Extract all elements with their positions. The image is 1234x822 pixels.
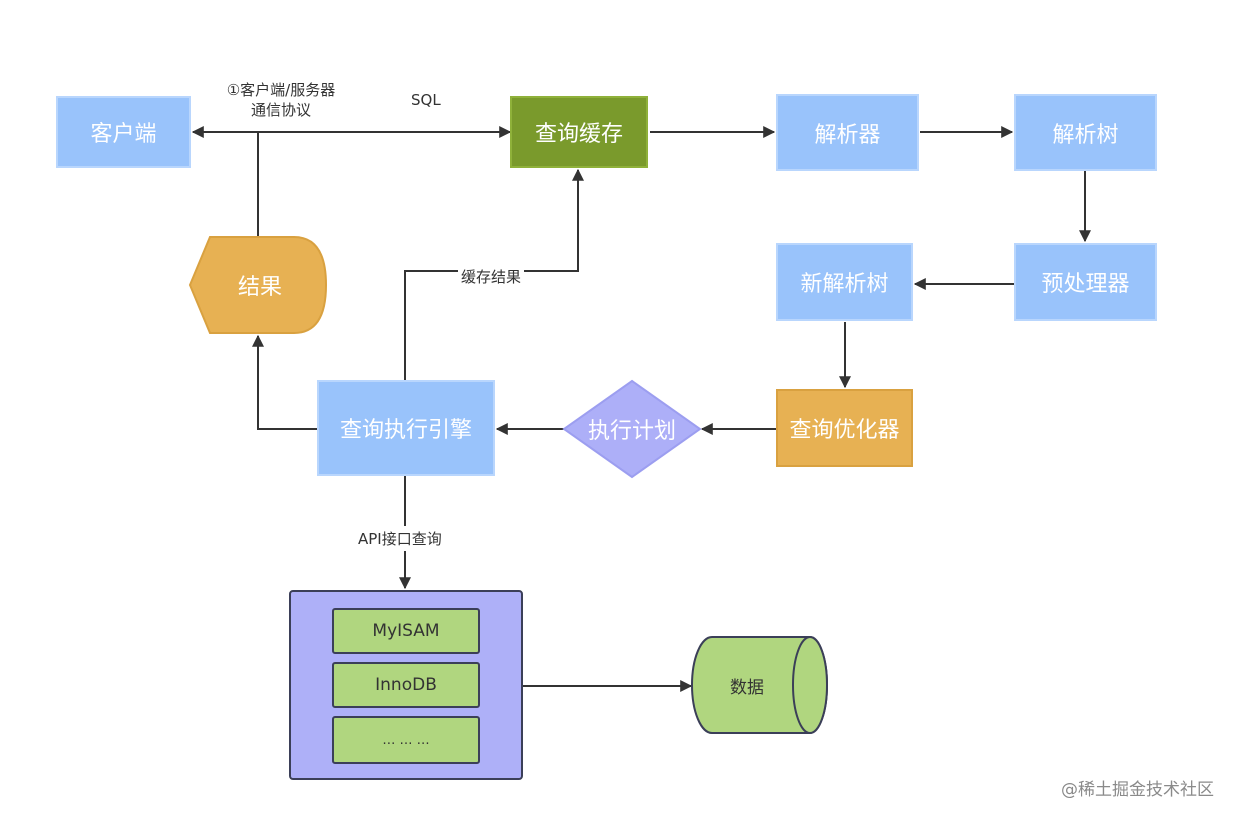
query-cache-node[interactable]: 查询缓存 bbox=[510, 96, 648, 168]
watermark: @稀土掘金技术社区 bbox=[1061, 780, 1214, 800]
engine-innodb[interactable]: InnoDB bbox=[332, 662, 480, 708]
client-node[interactable]: 客户端 bbox=[56, 96, 191, 168]
parser-node[interactable]: 解析器 bbox=[776, 94, 919, 171]
execution-plan-label: 执行计划 bbox=[587, 419, 676, 444]
preprocessor-node[interactable]: 预处理器 bbox=[1014, 243, 1157, 321]
optimizer-node[interactable]: 查询优化器 bbox=[776, 389, 913, 467]
execution-engine-node[interactable]: 查询执行引擎 bbox=[317, 380, 495, 476]
cache-result-label: 缓存结果 bbox=[458, 266, 525, 287]
result-shape bbox=[188, 236, 328, 334]
plan-diamond bbox=[562, 379, 702, 479]
data-cylinder bbox=[691, 636, 828, 734]
edge-engine-to-result bbox=[252, 334, 317, 430]
sql-label: SQL bbox=[411, 91, 441, 109]
parse-tree-node[interactable]: 解析树 bbox=[1014, 94, 1157, 171]
api-query-label: API接口查询 bbox=[356, 526, 444, 551]
engine-myisam[interactable]: MyISAM bbox=[332, 608, 480, 654]
result-label: 结果 bbox=[237, 275, 282, 300]
protocol-label: ①客户端/服务器 通信协议 bbox=[226, 81, 336, 119]
data-label: 数据 bbox=[730, 677, 764, 698]
new-parse-tree-node[interactable]: 新解析树 bbox=[776, 243, 913, 321]
engine-more[interactable]: … … … bbox=[332, 716, 480, 764]
